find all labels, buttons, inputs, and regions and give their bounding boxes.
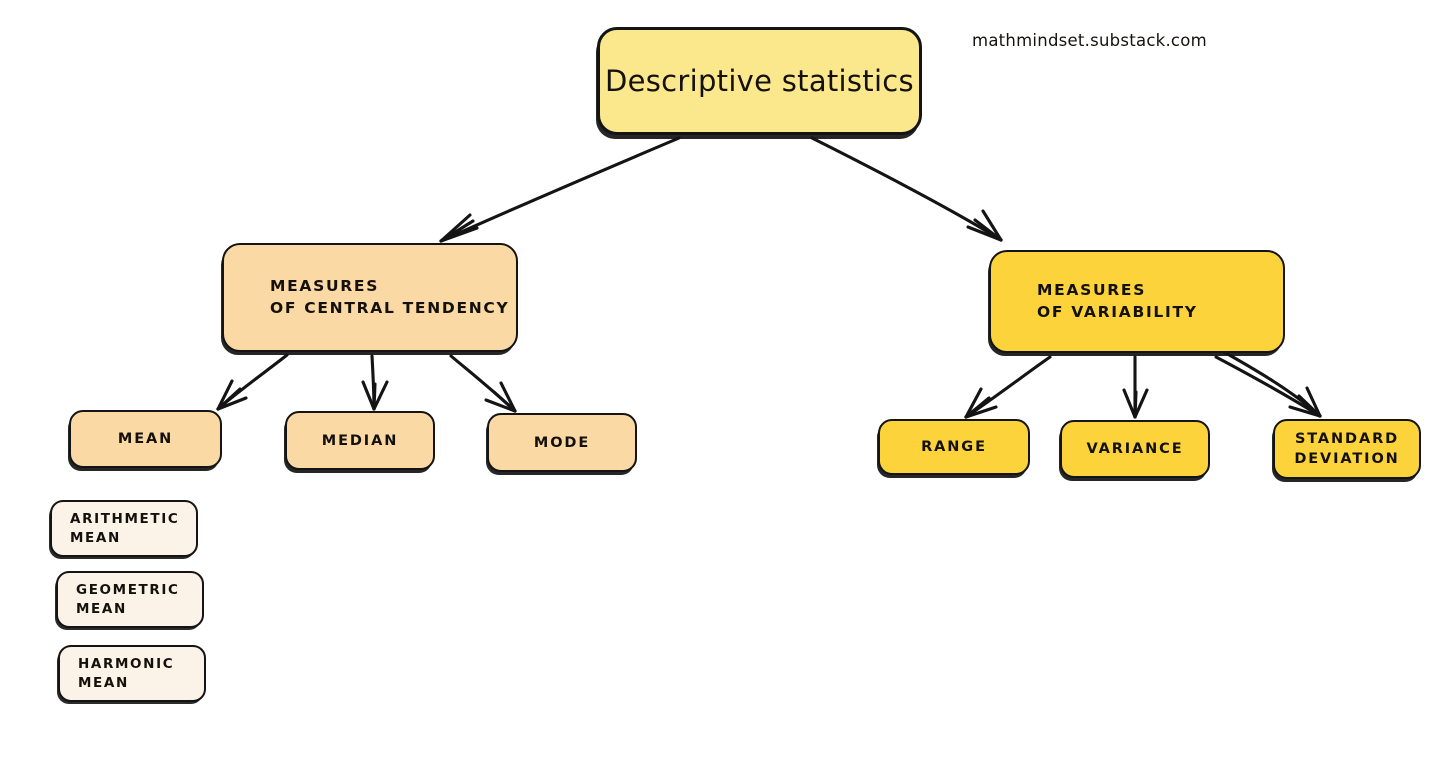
node-mean[interactable]: MEAN bbox=[69, 410, 222, 468]
node-label: Descriptive statistics bbox=[605, 63, 914, 98]
edge-central-tendency-to-mean bbox=[216, 353, 289, 411]
node-label: MODE bbox=[533, 434, 591, 451]
node-range[interactable]: RANGE bbox=[878, 419, 1030, 475]
node-measures-of-variability[interactable]: MEASURES OF VARIABILITY bbox=[989, 250, 1285, 353]
node-label: MEDIAN bbox=[321, 432, 399, 449]
node-label: MEASURES OF CENTRAL TENDENCY bbox=[270, 277, 510, 317]
node-standard-deviation[interactable]: STANDARD DEVIATION bbox=[1273, 419, 1421, 479]
node-label: STANDARD DEVIATION bbox=[1294, 431, 1400, 467]
edge-variability-to-variance bbox=[1122, 355, 1149, 419]
node-label: ARITHMETIC MEAN bbox=[70, 510, 180, 546]
node-label: MEASURES OF VARIABILITY bbox=[1037, 281, 1198, 321]
edge-root-to-central-tendency bbox=[439, 136, 681, 243]
edge-variability-to-stdev bbox=[1214, 350, 1322, 418]
node-measures-of-central-tendency[interactable]: MEASURES OF CENTRAL TENDENCY bbox=[222, 243, 518, 352]
edge-root-to-variability bbox=[810, 136, 1003, 242]
watermark-source-url: mathmindset.substack.com bbox=[972, 31, 1207, 50]
node-harmonic-mean[interactable]: HARMONIC MEAN bbox=[58, 645, 206, 702]
edge-central-tendency-to-mode bbox=[449, 354, 517, 413]
node-median[interactable]: MEDIAN bbox=[285, 411, 435, 470]
node-label: RANGE bbox=[921, 439, 987, 455]
node-geometric-mean[interactable]: GEOMETRIC MEAN bbox=[56, 571, 204, 628]
node-label: VARIANCE bbox=[1086, 441, 1184, 457]
edge-central-tendency-to-median bbox=[361, 354, 389, 411]
edge-variability-to-range bbox=[964, 355, 1052, 419]
node-descriptive-statistics[interactable]: Descriptive statistics bbox=[597, 27, 922, 135]
node-label: MEAN bbox=[117, 431, 174, 447]
node-variance[interactable]: VARIANCE bbox=[1060, 420, 1210, 478]
node-arithmetic-mean[interactable]: ARITHMETIC MEAN bbox=[50, 500, 198, 557]
node-mode[interactable]: MODE bbox=[487, 413, 637, 472]
node-label: HARMONIC MEAN bbox=[78, 655, 175, 691]
node-label: GEOMETRIC MEAN bbox=[76, 581, 180, 617]
